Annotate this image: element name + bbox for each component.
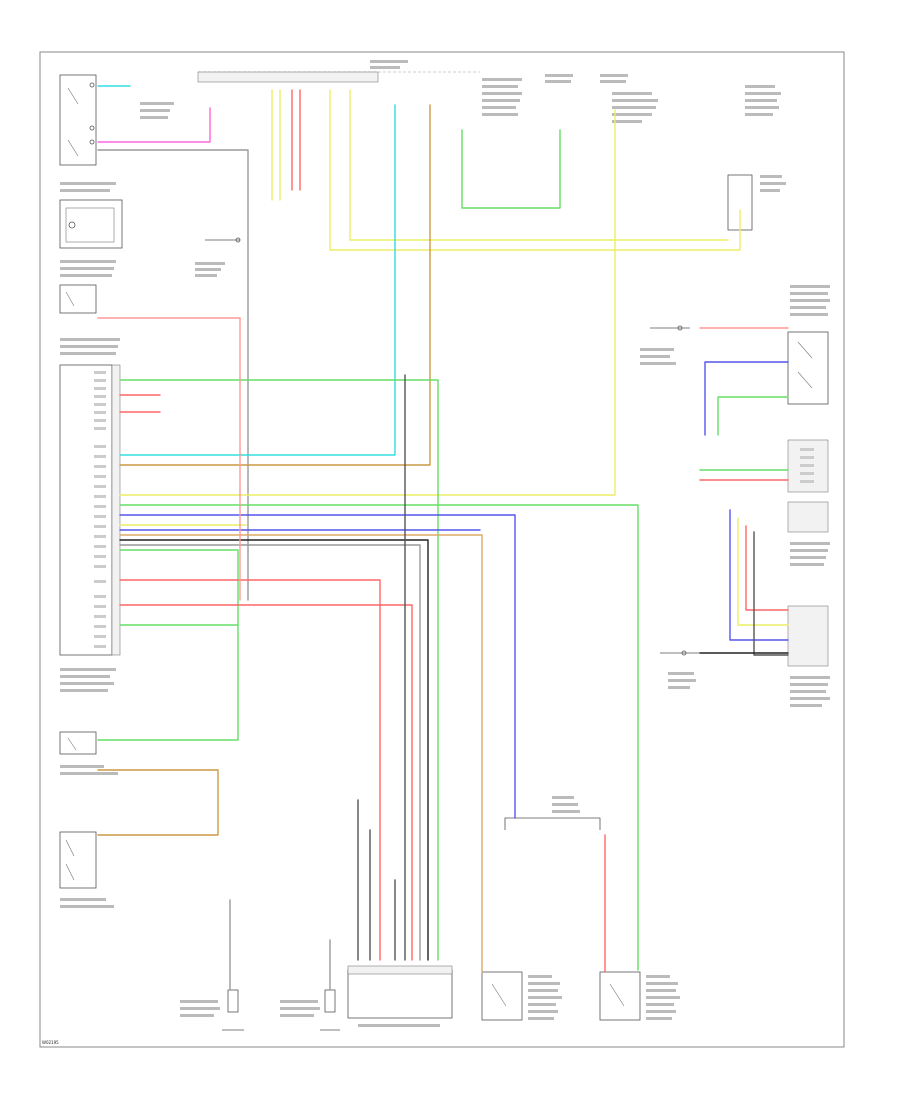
wire-cyan-long xyxy=(119,104,396,456)
wire-green-top xyxy=(461,129,561,209)
wire-yellow-top-2 xyxy=(329,89,741,251)
ground-symbol-3 xyxy=(280,989,340,1031)
diagram-code: W02195 xyxy=(42,1040,59,1045)
wire-red-long-1 xyxy=(119,579,381,961)
wire-red-long-2 xyxy=(119,604,413,961)
wire-dark-r xyxy=(753,531,789,656)
wire-gray-top xyxy=(97,149,249,601)
bottom-center-module xyxy=(347,965,453,1027)
left-module-2 xyxy=(59,260,116,314)
wire-brown-long xyxy=(119,104,431,466)
main-control-unit xyxy=(59,338,121,692)
bottom-right-switch-1 xyxy=(481,971,562,1021)
diagram-frame xyxy=(39,51,845,1048)
bottom-right-switch-2 xyxy=(599,971,680,1021)
pin-labels xyxy=(94,371,106,648)
wire-green-1 xyxy=(119,379,439,961)
wire-red-r2 xyxy=(745,525,789,611)
wire-pink xyxy=(97,107,211,143)
top-left-switch xyxy=(59,74,97,166)
wire-blue-right xyxy=(704,361,789,436)
right-ground-1 xyxy=(640,325,690,365)
wire-blue-r xyxy=(729,509,789,641)
right-connector-2 xyxy=(787,501,830,566)
wire-green-long-right xyxy=(119,504,639,971)
sensor-bracket xyxy=(504,796,601,830)
wire-black-long xyxy=(119,539,429,961)
wire-blue-long xyxy=(119,514,516,819)
ground-symbol-2 xyxy=(180,989,244,1031)
right-ground-2 xyxy=(660,650,700,689)
wire-yellow-right xyxy=(119,109,616,496)
wire-brown-lower xyxy=(97,769,219,836)
right-upper-relay xyxy=(727,85,786,231)
wire-green-2 xyxy=(97,549,239,741)
ground-symbol-1 xyxy=(195,237,241,277)
right-connector-1 xyxy=(787,439,829,493)
lower-left-switch-1 xyxy=(59,731,118,775)
wire-green-right xyxy=(717,396,789,436)
label-block-top-left xyxy=(140,102,174,119)
right-connector-3 xyxy=(787,605,830,707)
wire-harness xyxy=(97,85,789,991)
wire-gray-long xyxy=(119,544,421,961)
right-top-switch-module xyxy=(787,285,830,405)
lower-left-switch-2 xyxy=(59,831,114,908)
wire-yellow-top-3 xyxy=(349,89,729,241)
left-module-1 xyxy=(59,182,123,249)
wire-yellow-r xyxy=(737,517,789,626)
fuse-box-bus xyxy=(197,60,658,123)
